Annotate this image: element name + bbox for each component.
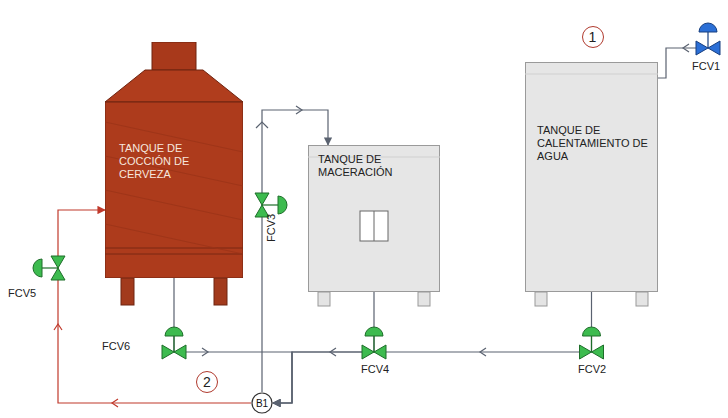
tank-name: TANQUE DE CALENTAMIENTO DE AGUA bbox=[537, 124, 649, 163]
control-valve bbox=[362, 327, 386, 359]
tank: TANQUE DE COCCIÓN DE CERVEZA bbox=[105, 42, 243, 278]
pipe-line bbox=[273, 292, 592, 403]
flow-chevron bbox=[202, 106, 486, 356]
control-valve bbox=[33, 256, 65, 280]
control-valve bbox=[580, 327, 604, 359]
tank-name: TANQUE DE MACERACIÓN bbox=[318, 153, 430, 179]
tank-name: TANQUE DE COCCIÓN DE CERVEZA bbox=[119, 142, 227, 181]
pipe-line bbox=[273, 292, 374, 403]
pipe-line bbox=[174, 278, 292, 403]
control-valve bbox=[696, 23, 720, 55]
valve-tag: FCV6 bbox=[102, 340, 130, 353]
flow-chevron bbox=[683, 44, 689, 52]
valve-tag: FCV3 bbox=[265, 214, 278, 242]
inlet-pipe bbox=[658, 48, 696, 78]
control-valve bbox=[255, 193, 287, 217]
tank: TANQUE DE MACERACIÓN bbox=[308, 145, 440, 292]
valve-tag: FCV2 bbox=[578, 363, 606, 376]
control-valve bbox=[162, 327, 186, 359]
valve-tag: FCV4 bbox=[361, 363, 389, 376]
valve-tag: FCV1 bbox=[692, 60, 720, 73]
pump-tag: B1 bbox=[256, 397, 268, 410]
callout-number: 1 bbox=[582, 26, 604, 48]
tank-legs bbox=[318, 292, 648, 306]
pump-symbol: B1 bbox=[251, 392, 273, 414]
node-outline bbox=[525, 62, 658, 292]
callout-number: 2 bbox=[196, 371, 218, 393]
tank: TANQUE DE CALENTAMIENTO DE AGUA bbox=[525, 62, 658, 292]
valve-tag: FCV5 bbox=[8, 287, 36, 300]
